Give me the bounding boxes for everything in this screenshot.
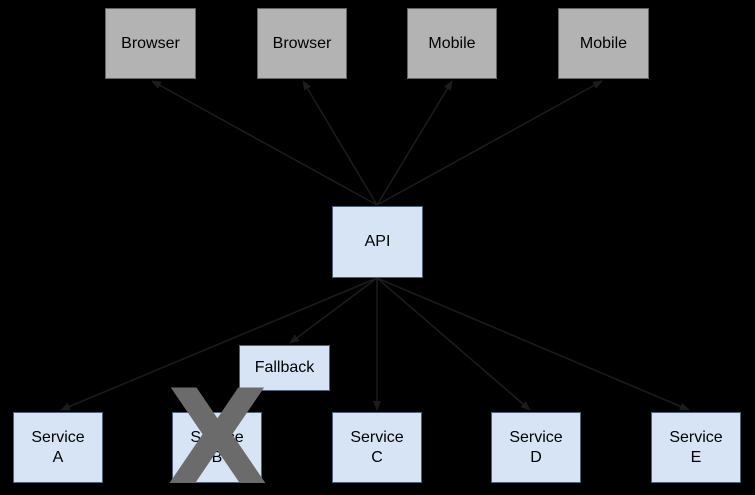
node-service-e: Service E — [651, 412, 741, 483]
node-service-a: Service A — [13, 412, 103, 483]
edge-api-to-browser-1 — [151, 80, 378, 206]
edge-api-to-service-e — [376, 277, 690, 411]
node-label: Service D — [509, 428, 563, 466]
node-label: Browser — [121, 34, 180, 52]
node-label: Service B — [190, 428, 244, 466]
node-fallback: Fallback — [239, 345, 330, 391]
node-service-d: Service D — [491, 412, 581, 483]
edge-api-to-service-d — [376, 277, 531, 411]
edge-api-to-service-a — [60, 277, 378, 411]
node-label: Service A — [31, 428, 85, 466]
node-label: Mobile — [579, 34, 628, 52]
node-label: API — [364, 233, 391, 250]
failure-x-mark: X — [167, 361, 269, 495]
node-label: Service E — [669, 428, 723, 466]
edge-api-to-mobile-2 — [376, 80, 603, 206]
node-label: Fallback — [254, 359, 315, 376]
node-mobile-1: Mobile — [407, 8, 497, 79]
node-label: Service C — [350, 428, 404, 466]
node-label: Mobile — [428, 34, 476, 52]
node-label: Browser — [272, 34, 332, 52]
node-service-c: Service C — [332, 412, 422, 483]
node-api: API — [332, 206, 423, 278]
node-mobile-2: Mobile — [558, 8, 649, 79]
edge-api-to-mobile-1 — [376, 80, 453, 206]
edge-api-to-browser-2 — [302, 80, 378, 206]
node-browser-1: Browser — [105, 8, 196, 79]
edge-api-to-fallback — [289, 277, 378, 344]
node-service-b: Service B — [172, 412, 262, 483]
node-browser-2: Browser — [257, 8, 347, 79]
